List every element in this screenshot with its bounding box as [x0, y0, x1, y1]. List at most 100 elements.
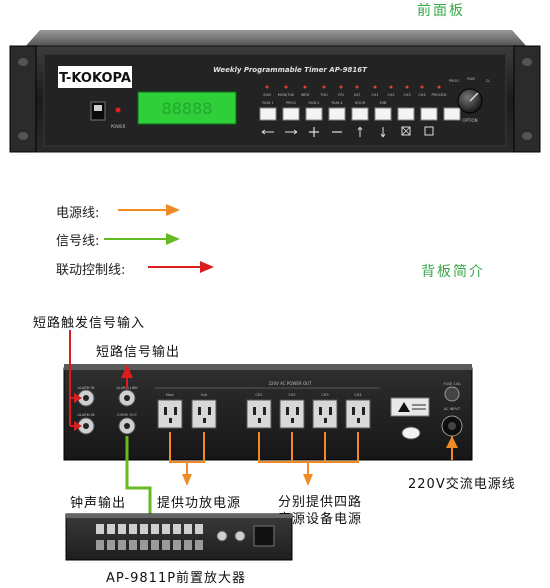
- short-trigger-input-label: 短路触发信号输入: [33, 316, 146, 331]
- key-label: MIN: [380, 101, 387, 105]
- ac-socket-main[interactable]: [157, 399, 183, 429]
- plus-icon: [309, 127, 319, 137]
- day-label: CH2: [387, 93, 394, 97]
- socket-label: CH3: [321, 393, 328, 397]
- day-label: PROGED: [432, 93, 447, 97]
- arrow-left-icon: [261, 129, 274, 135]
- alarm-link-jack[interactable]: [118, 389, 136, 407]
- day-led: [284, 85, 288, 89]
- four-way-power-label-1: 分别提供四路: [278, 495, 363, 510]
- amp-power-label: 提供功放电源: [157, 496, 242, 511]
- knob-label: PROG: [449, 79, 459, 83]
- lcd-display: [137, 91, 237, 125]
- day-label: SAT: [354, 93, 361, 97]
- day-label: CH1: [371, 93, 378, 97]
- ac-socket-ch2[interactable]: [279, 399, 305, 429]
- ac-socket-ch3[interactable]: [312, 399, 338, 429]
- ac-socket-sub[interactable]: [191, 399, 217, 429]
- run1-key[interactable]: [259, 107, 277, 121]
- power-line-arrow-icon: [118, 204, 180, 216]
- lcd-text: 88888: [162, 99, 213, 118]
- brand-plate: [58, 66, 132, 88]
- day-label: CH3: [403, 93, 410, 97]
- clear-cross-icon: [401, 126, 411, 136]
- prog-key[interactable]: [282, 107, 300, 121]
- preamp-power-inlet[interactable]: [253, 525, 275, 547]
- day-label: CH4: [418, 93, 426, 97]
- day-label: WED: [301, 93, 310, 97]
- alarm-in-2-jack[interactable]: [77, 417, 95, 435]
- device-name: Weekly Programmable Timer AP-9816T: [213, 66, 368, 74]
- day-led: [303, 85, 307, 89]
- knob-label: RUN: [467, 77, 475, 81]
- clear-icon: [401, 126, 411, 136]
- legend-arrows: [104, 204, 214, 273]
- alarm-in-1-label: ALARM IN: [77, 386, 94, 390]
- preamp-label: AP-9811P前置放大器: [106, 571, 247, 586]
- min-key[interactable]: [374, 107, 392, 121]
- day-led: [389, 85, 393, 89]
- arrow-down-icon: [380, 127, 386, 138]
- day-led: [373, 85, 377, 89]
- ac-socket-ch4[interactable]: [345, 399, 371, 429]
- day-label: MON/TUE: [278, 93, 294, 97]
- day-indicators: SUN MON/TUE WED THU FRI SAT CH1 CH2 CH3 …: [263, 85, 447, 97]
- enter-key[interactable]: [420, 107, 438, 121]
- ac-socket-ch1[interactable]: [246, 399, 272, 429]
- option-knob-pointer: [469, 92, 479, 102]
- control-line-input: [69, 330, 82, 431]
- socket-label: Sub: [201, 393, 208, 397]
- socket-label: CH2: [288, 393, 295, 397]
- power-line-ac-input: [446, 436, 458, 460]
- ac-input-label: AC INPUT: [444, 407, 461, 411]
- socket-label: Main: [166, 393, 174, 397]
- preamp-terminals: [96, 524, 203, 550]
- preamp-jack[interactable]: [234, 530, 246, 542]
- legend-signal-label: 信号线:: [56, 234, 100, 249]
- preamp-jack[interactable]: [216, 530, 228, 542]
- day-label: FRI: [338, 93, 343, 97]
- key-label: RUN 4: [332, 101, 344, 105]
- arrow-right-icon: [285, 129, 298, 135]
- signal-line-arrow-icon: [104, 233, 180, 245]
- alarm-in-1-jack[interactable]: [77, 389, 95, 407]
- control-line-output: [121, 364, 133, 388]
- key-label: RUN 2: [309, 101, 320, 105]
- run2-key[interactable]: [305, 107, 323, 121]
- key-label: HOUR: [355, 101, 366, 105]
- power-label: POWER: [111, 124, 126, 129]
- hour-key[interactable]: [351, 107, 369, 121]
- power-line-amp: [169, 432, 205, 486]
- power-line-four-way: [258, 432, 359, 486]
- knob-label: CL: [486, 79, 490, 83]
- chime-out-jack[interactable]: [118, 417, 136, 435]
- day-led: [405, 85, 409, 89]
- chime-out-label: CHIME OUT: [117, 413, 138, 417]
- day-led: [339, 85, 343, 89]
- warning-triangle-icon: [398, 402, 410, 412]
- warning-sticker: [390, 397, 430, 417]
- enter-icon: [424, 126, 434, 136]
- proged-key[interactable]: [443, 107, 461, 121]
- day-label: SUN: [263, 93, 271, 97]
- run4-key[interactable]: [328, 107, 346, 121]
- day-led: [437, 85, 441, 89]
- ac-power-label: 220V交流电源线: [408, 477, 516, 492]
- ac-power-out-strip: 220V AC POWER OUT: [269, 381, 313, 386]
- power-switch-rocker: [94, 105, 102, 111]
- arrow-up-icon: [357, 126, 363, 137]
- power-indicator-led: [115, 107, 121, 113]
- front-panel-title: 前面板: [417, 3, 465, 19]
- key-label: RUN 1: [263, 101, 274, 105]
- legend-power-label: 电源线:: [56, 206, 100, 221]
- short-signal-output-label: 短路信号输出: [96, 345, 181, 360]
- fuse-holder[interactable]: [444, 386, 460, 402]
- clear-key[interactable]: [397, 107, 415, 121]
- rear-panel-title: 背板简介: [421, 264, 485, 280]
- control-line-arrow-icon: [148, 261, 214, 273]
- socket-label: CH4: [354, 393, 362, 397]
- option-label: OPTION: [462, 118, 477, 123]
- brand-logo: T-KOKOPA: [59, 71, 131, 86]
- fuse-label: FUSE 10A: [444, 382, 462, 386]
- day-label: THU: [319, 93, 328, 97]
